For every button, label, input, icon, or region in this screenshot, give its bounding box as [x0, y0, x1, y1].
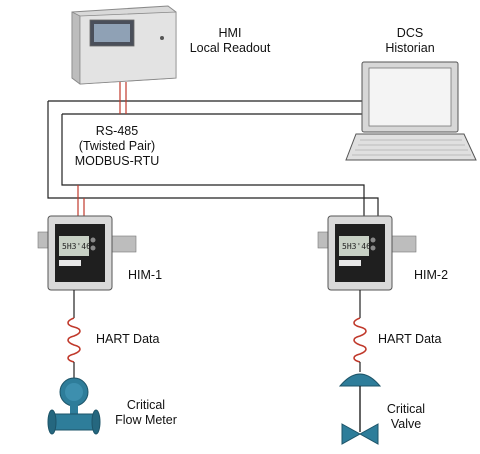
- hart-line-2: [353, 290, 367, 372]
- dcs-label: DCS Historian: [360, 26, 460, 56]
- hmi-enclosure: [71, 5, 177, 85]
- valve-title: Critical: [386, 402, 426, 416]
- valve-subtitle: Valve: [390, 417, 422, 431]
- valve-label: Critical Valve: [374, 402, 438, 432]
- flow-meter-icon: [47, 377, 101, 435]
- him2-display-readout: 5H3'46: [342, 242, 371, 251]
- flow-meter-title: Critical: [126, 398, 166, 412]
- hart-label-2: HART Data: [378, 332, 442, 346]
- hmi-door-latch: [160, 36, 164, 40]
- hmi-subtitle: Local Readout: [189, 41, 271, 55]
- dcs-subtitle: Historian: [385, 41, 435, 55]
- him1-label: HIM-1: [128, 268, 163, 282]
- control-valve-icon: [338, 373, 382, 445]
- him2-module: 5H3'46: [317, 215, 417, 291]
- bus-label: RS-485 (Twisted Pair) MODBUS-RTU: [62, 124, 172, 169]
- flow-meter-label: Critical Flow Meter: [104, 398, 188, 428]
- hart-line-1: [67, 290, 81, 378]
- rs485-bus-wiring: [47, 100, 379, 216]
- hart-label-1: HART Data: [96, 332, 160, 346]
- dcs-title: DCS: [396, 26, 424, 40]
- him1-bus-wires: [77, 185, 85, 218]
- him1-display-readout: 5H3'46: [62, 242, 91, 251]
- bus-protocol-line3: MODBUS-RTU: [74, 154, 160, 168]
- hmi-connection-wires: [119, 82, 127, 114]
- bus-protocol-line2: (Twisted Pair): [78, 139, 156, 153]
- him2-label: HIM-2: [414, 268, 449, 282]
- hmi-title: HMI: [218, 26, 242, 40]
- hmi-label: HMI Local Readout: [180, 26, 280, 56]
- flow-meter-subtitle: Flow Meter: [115, 413, 177, 427]
- bus-protocol-line1: RS-485: [95, 124, 139, 138]
- him1-module: 5H3'46: [37, 215, 137, 291]
- laptop-icon: [345, 61, 477, 161]
